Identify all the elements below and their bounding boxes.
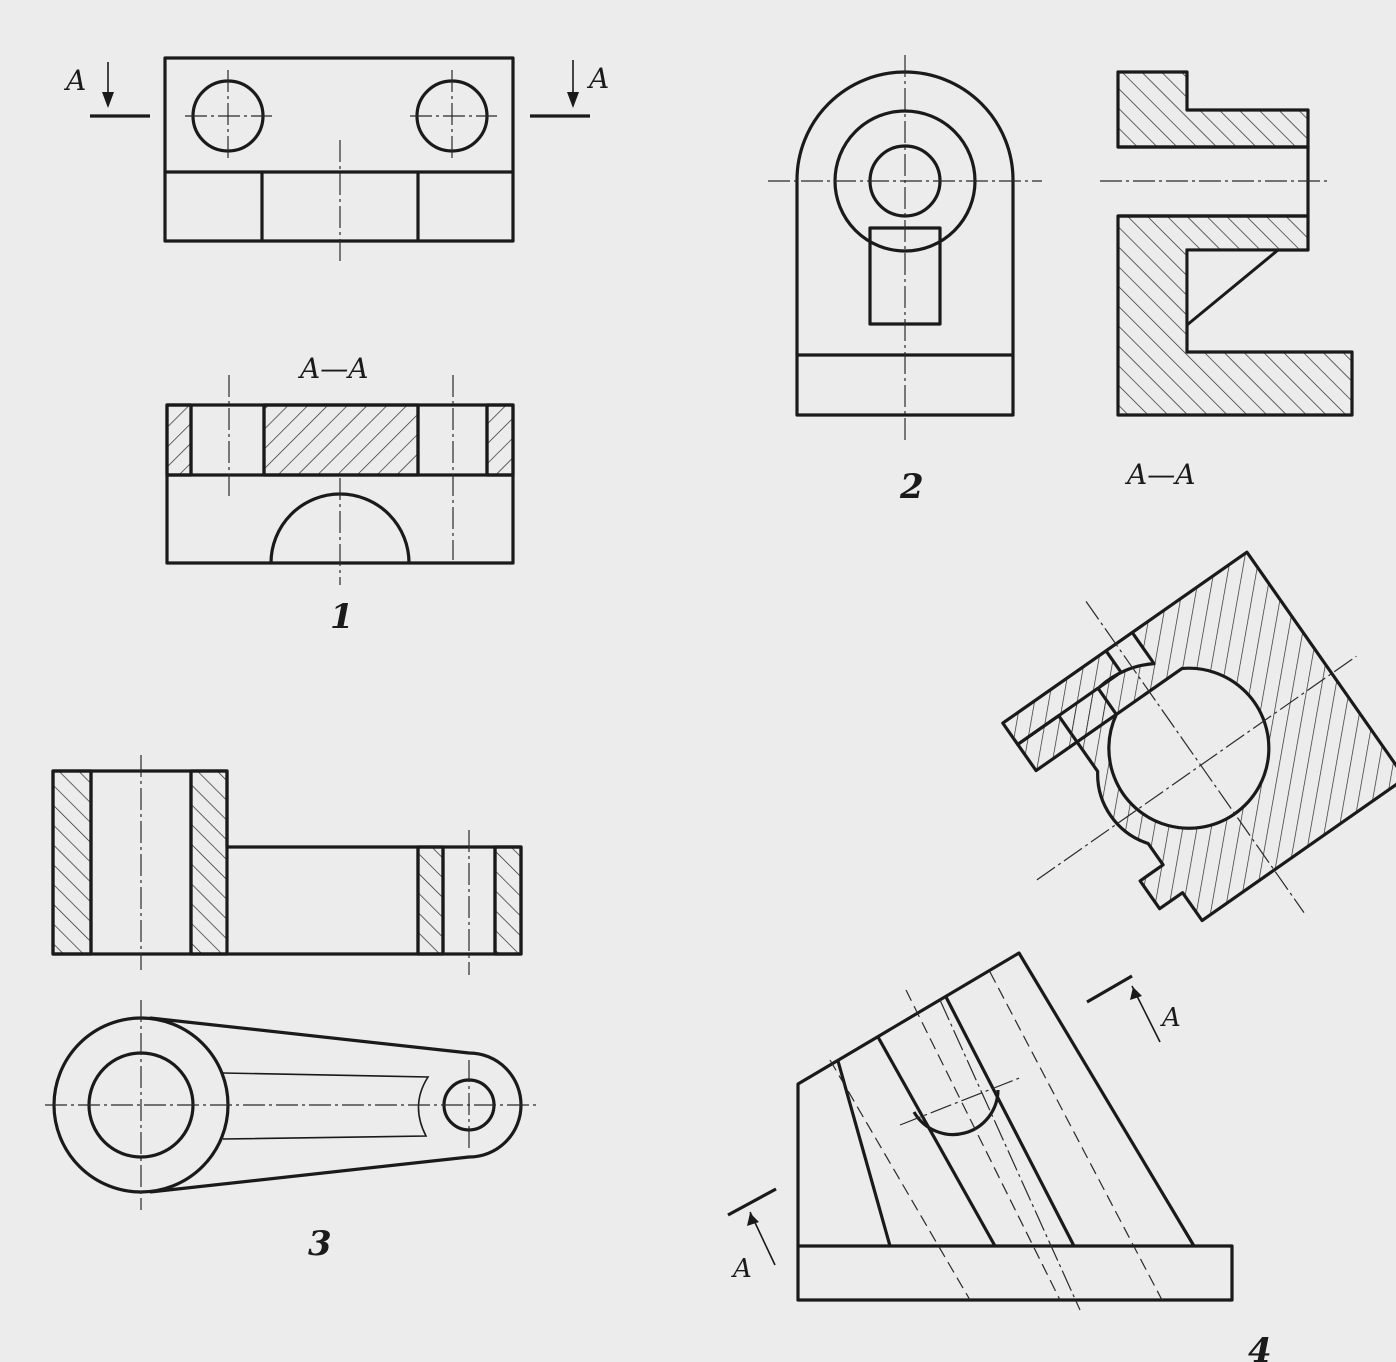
cut-letter: A bbox=[63, 64, 86, 97]
section-label: A—A bbox=[297, 352, 368, 385]
drawing-1-top-view bbox=[163, 56, 515, 265]
drawing-number: 3 bbox=[308, 1224, 332, 1264]
drawing-2-front-view bbox=[768, 55, 1042, 440]
drawing-number: 4 bbox=[1248, 1331, 1272, 1362]
drawing-4-cut-mark-top: A bbox=[1086, 974, 1181, 1043]
drawing-3: 3 bbox=[45, 755, 540, 1264]
drawing-2-section-view bbox=[1100, 70, 1354, 417]
drawing-1-cut-mark-right: A bbox=[530, 60, 609, 118]
drawing-number: 2 bbox=[899, 467, 924, 507]
section-label: A—A bbox=[1124, 458, 1195, 491]
cut-letter: A bbox=[586, 62, 609, 95]
drawing-4-cut-mark-bottom: A bbox=[727, 1187, 777, 1284]
drawing-1-section-view bbox=[165, 375, 515, 585]
drawing-1: A A A—A 1 bbox=[63, 56, 609, 637]
drawing-2: A—A 2 bbox=[768, 55, 1354, 507]
drawing-4-front-view bbox=[796, 951, 1234, 1311]
cut-letter: A bbox=[1160, 1003, 1181, 1033]
drawing-1-cut-mark-left: A bbox=[63, 62, 150, 118]
drawing-3-top-view bbox=[45, 1000, 540, 1210]
drawing-4: A A 4 bbox=[727, 550, 1396, 1362]
drawing-3-section-view bbox=[51, 755, 523, 975]
drawing-4-rotated-section bbox=[1001, 550, 1396, 923]
drawing-number: 1 bbox=[330, 597, 354, 637]
cut-letter: A bbox=[731, 1254, 752, 1284]
